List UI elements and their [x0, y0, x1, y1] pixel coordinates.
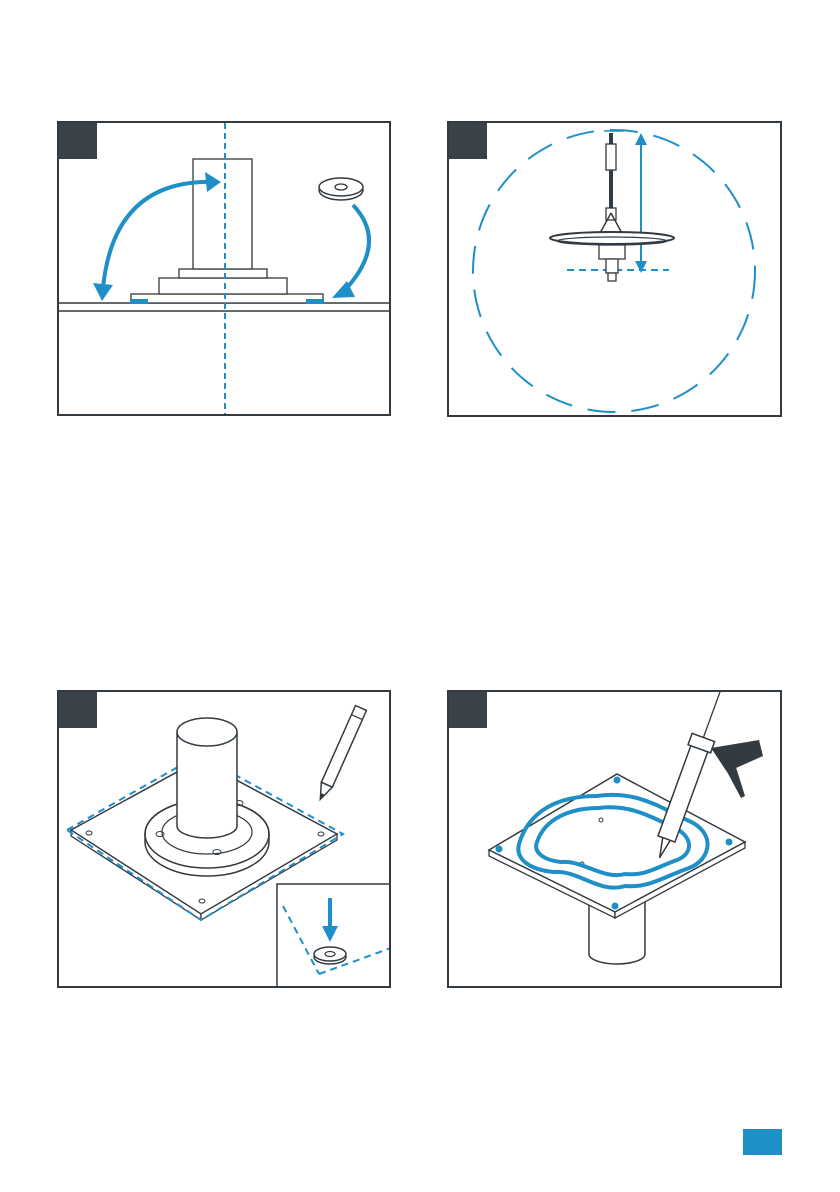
- page-number-badge: [743, 1129, 782, 1155]
- umbrella-rotation-clearance-icon: [449, 123, 780, 415]
- step-number-badge: [449, 123, 487, 159]
- step-number-badge: [59, 123, 97, 159]
- post-and-washer-placement-icon: [59, 123, 389, 414]
- step-number-badge: [449, 692, 487, 728]
- pencil-mark-outline-icon: [59, 692, 389, 986]
- illustration-panel-1: [57, 121, 391, 416]
- illustration-panel-4: [447, 690, 782, 988]
- sealant-gun-icon: [449, 692, 780, 986]
- illustration-panel-3: [57, 690, 391, 988]
- step-number-badge: [59, 692, 97, 728]
- illustration-panel-2: [447, 121, 782, 417]
